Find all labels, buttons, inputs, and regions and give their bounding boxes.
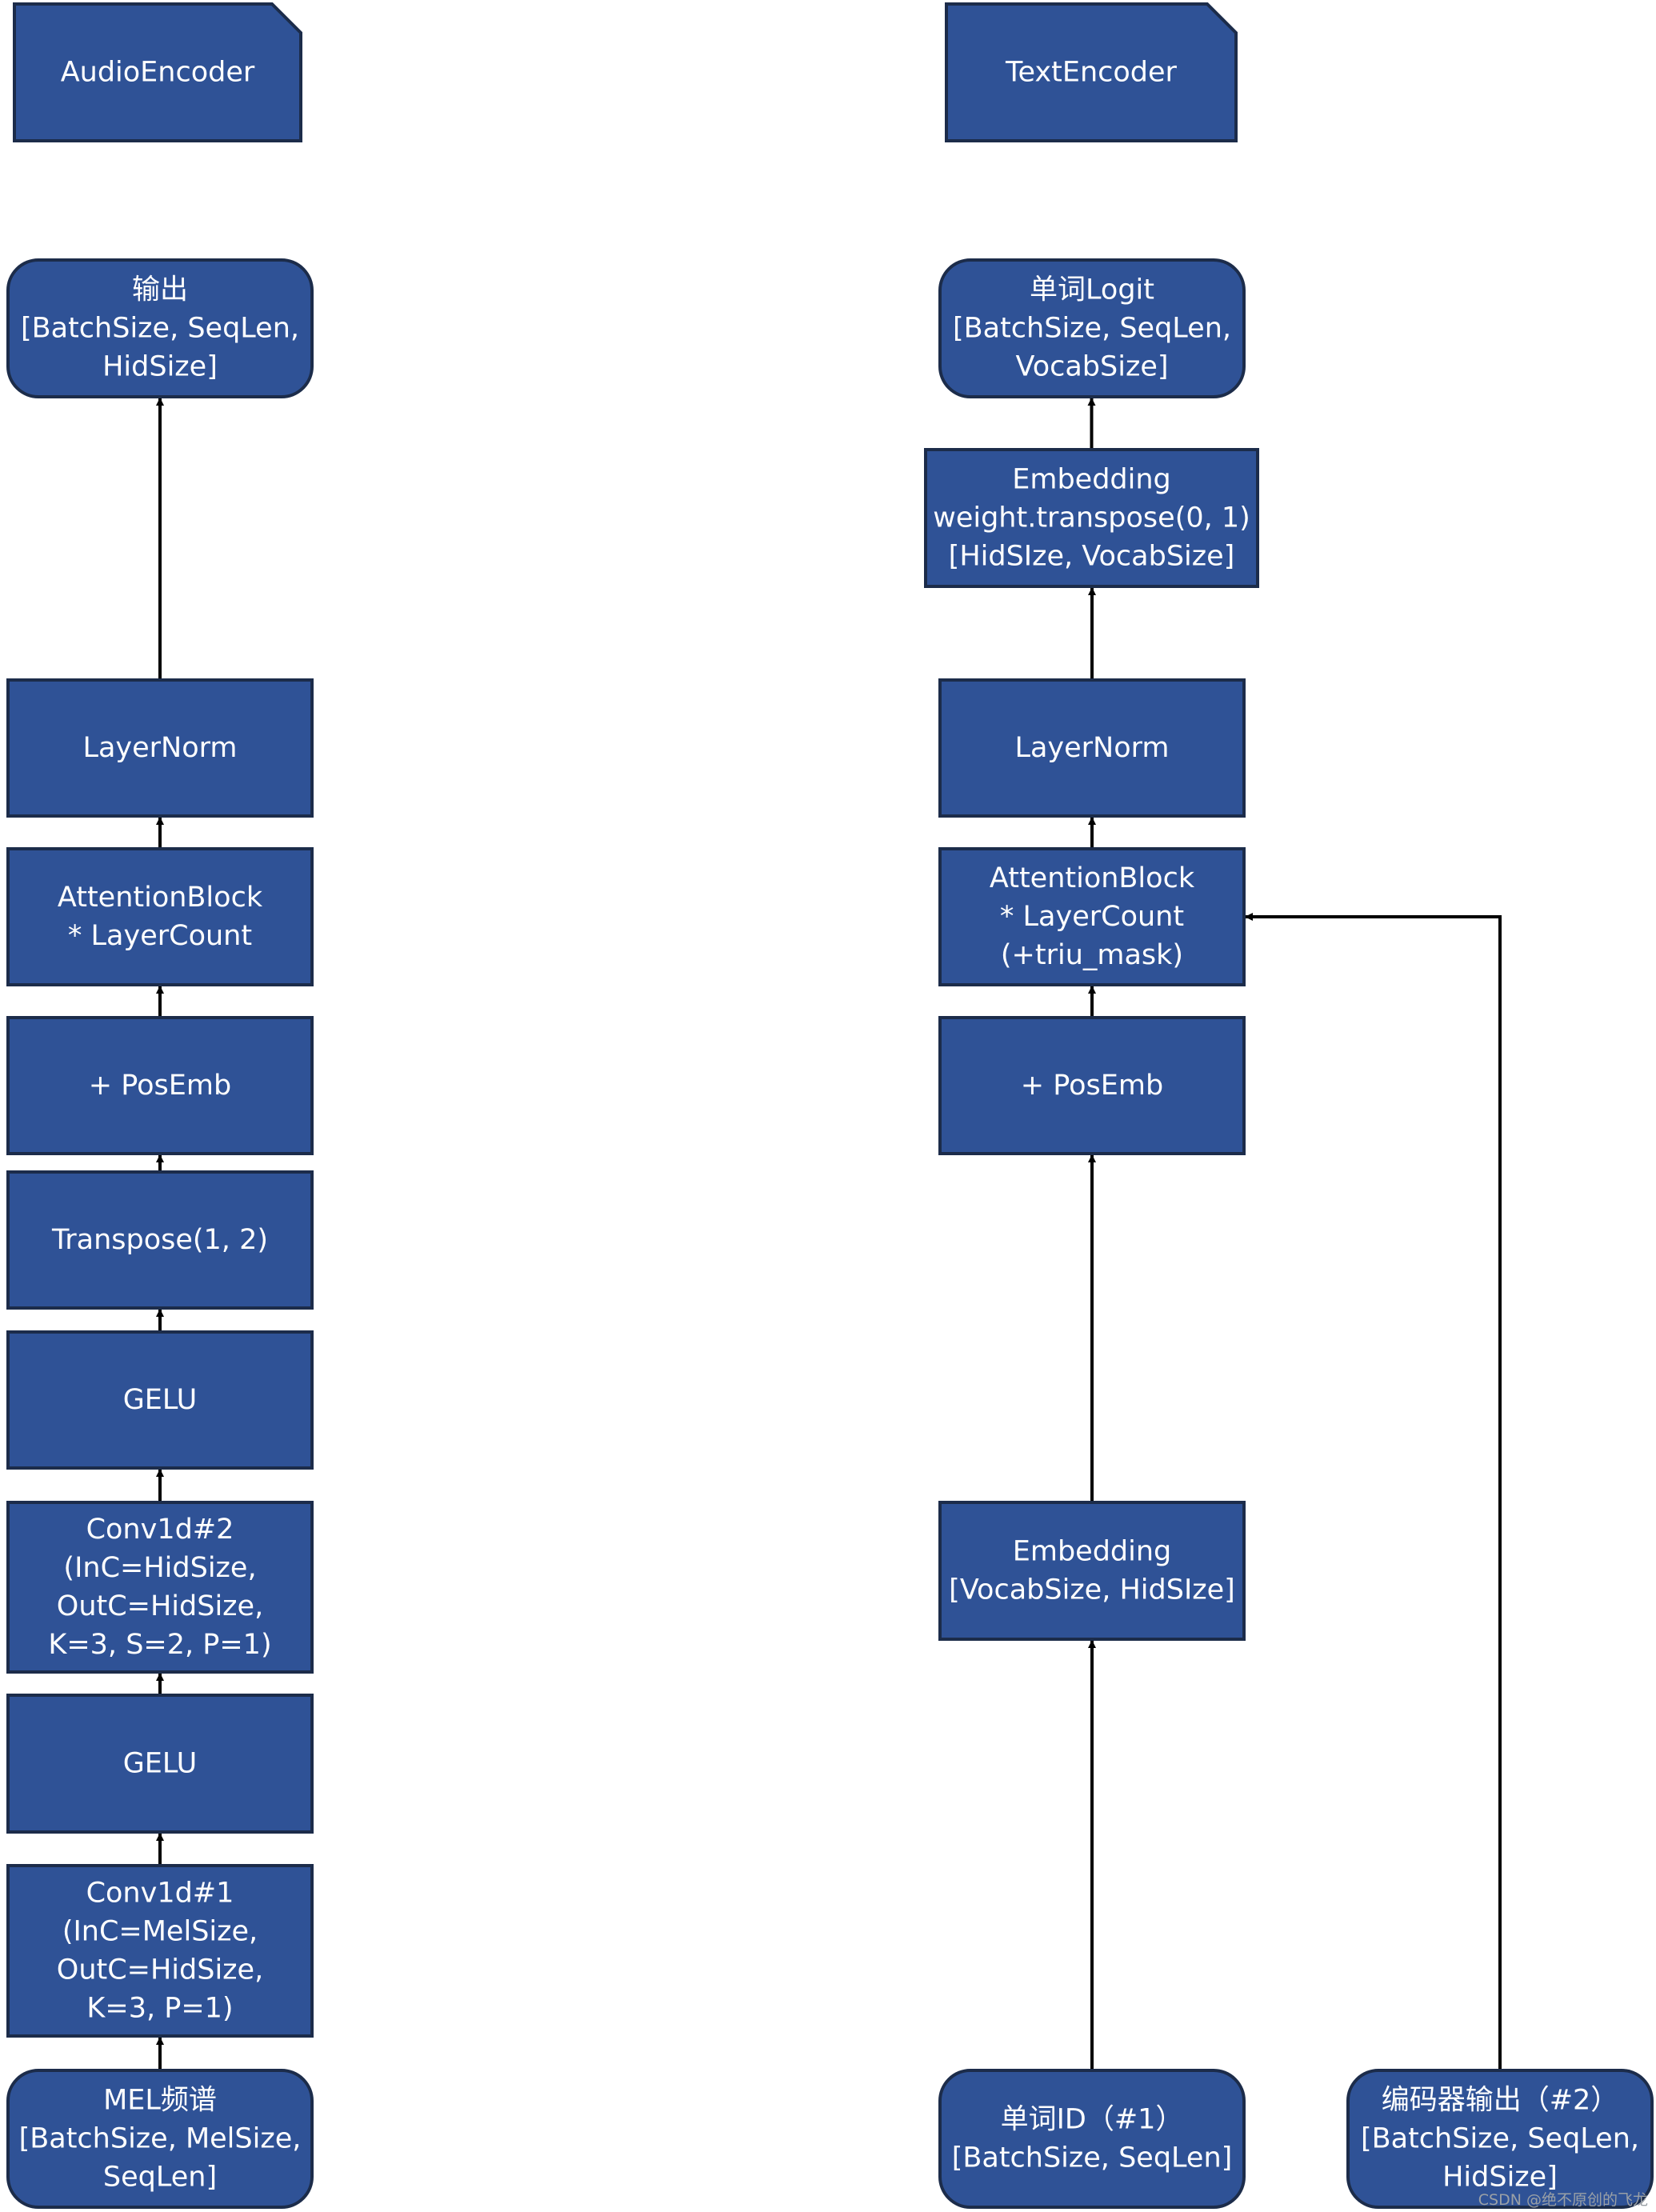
audio-conv1d-2-label-line: K=3, S=2, P=1) <box>48 1629 271 1661</box>
audio-layernorm-label-line: LayerNorm <box>82 732 237 764</box>
text-encoder-header-label-line: TextEncoder <box>1005 57 1177 89</box>
text-word-logit-label-line: 单词Logit <box>1030 274 1154 306</box>
audio-output-label-line: HidSize] <box>102 351 218 383</box>
audio-mel-input-label-line: [BatchSize, MelSize, <box>19 2123 302 2155</box>
audio-conv1d-1-shape <box>6 1864 314 2038</box>
edges-layer <box>156 398 1502 2070</box>
edge-text-encoder-output-input-to-text-attention-block <box>1245 913 1502 2070</box>
audio-conv1d-1-label-line: OutC=HidSize, <box>57 1954 263 1986</box>
audio-transpose-shape <box>6 1170 314 1310</box>
audio-output: 输出 [BatchSize, SeqLen, HidSize] <box>6 258 314 398</box>
text-word-logit: 单词Logit [BatchSize, SeqLen, VocabSize] <box>938 258 1246 398</box>
text-encoder-header-shape <box>945 2 1238 142</box>
text-attention-block-label-line: (+triu_mask) <box>1001 939 1183 971</box>
audio-conv1d-2-label-line: OutC=HidSize, <box>57 1590 263 1622</box>
text-posemb-shape <box>938 1016 1246 1155</box>
text-word-logit-label-line: VocabSize] <box>1015 351 1168 383</box>
text-attention-block-label-line: * LayerCount <box>1000 901 1184 933</box>
text-encoder-output-input-label-line: HidSize] <box>1442 2162 1558 2194</box>
audio-posemb-label-line: + PosEmb <box>89 1070 231 1102</box>
text-embedding-shape <box>938 1501 1246 1641</box>
text-encoder-output-input: 编码器输出（#2） [BatchSize, SeqLen, HidSize] <box>1346 2069 1654 2209</box>
text-attention-block: AttentionBlock * LayerCount (+triu_mask) <box>938 847 1246 986</box>
text-word-id-input-label-line: 单词ID（#1） <box>1001 2104 1184 2136</box>
audio-encoder-header: AudioEncoder <box>13 2 302 142</box>
audio-encoder-header-label-line: AudioEncoder <box>61 57 255 89</box>
audio-posemb: + PosEmb <box>6 1016 314 1155</box>
text-embedding-transpose-label-line: weight.transpose(0, 1) <box>933 502 1250 534</box>
audio-transpose-label-line: Transpose(1, 2) <box>51 1224 268 1256</box>
text-word-id-input: 单词ID（#1） [BatchSize, SeqLen] <box>938 2069 1246 2209</box>
text-encoder-header: TextEncoder <box>945 2 1238 142</box>
audio-conv1d-2-label-line: Conv1d#2 <box>86 1514 234 1546</box>
audio-conv1d-2: Conv1d#2 (InC=HidSize, OutC=HidSize, K=3, S… <box>6 1501 314 1674</box>
audio-mel-input-label-line: MEL频谱 <box>103 2085 217 2117</box>
audio-attention-block: AttentionBlock * LayerCount <box>6 847 314 986</box>
audio-attention-block-label-line: * LayerCount <box>68 920 252 952</box>
audio-mel-input: MEL频谱 [BatchSize, MelSize, SeqLen] <box>6 2069 314 2209</box>
audio-conv1d-2-label-line: (InC=HidSize, <box>63 1552 256 1584</box>
audio-attention-block-shape <box>6 847 314 986</box>
watermark-text: CSDN @绝不原创的飞龙 <box>1478 2191 1648 2209</box>
audio-layernorm-shape <box>6 678 314 818</box>
text-encoder-output-input-label-line: 编码器输出（#2） <box>1382 2085 1619 2117</box>
text-layernorm-shape <box>938 678 1246 818</box>
audio-mel-input-shape <box>6 2069 314 2209</box>
text-layernorm: LayerNorm <box>938 678 1246 818</box>
text-embedding: Embedding [VocabSize, HidSIze] <box>938 1501 1246 1641</box>
audio-output-label-line: 输出 <box>132 274 188 306</box>
text-word-logit-shape <box>938 258 1246 398</box>
audio-output-label-line: [BatchSize, SeqLen, <box>21 313 299 345</box>
text-posemb-label-line: + PosEmb <box>1021 1070 1163 1102</box>
audio-gelu-1-label-line: GELU <box>123 1748 198 1780</box>
text-word-logit-label-line: [BatchSize, SeqLen, <box>953 313 1231 345</box>
text-attention-block-shape <box>938 847 1246 986</box>
text-embedding-transpose-shape <box>924 448 1259 588</box>
audio-transpose: Transpose(1, 2) <box>6 1170 314 1310</box>
audio-conv1d-2-shape <box>6 1501 314 1674</box>
text-embedding-transpose-label-line: [HidSIze, VocabSize] <box>949 541 1235 573</box>
audio-mel-input-label-line: SeqLen] <box>103 2162 217 2194</box>
text-attention-block-label-line: AttentionBlock <box>990 862 1195 894</box>
text-embedding-label-line: Embedding <box>1013 1536 1172 1568</box>
audio-conv1d-1: Conv1d#1 (InC=MelSize, OutC=HidSize, K=3, P… <box>6 1864 314 2038</box>
nodes-layer: AudioEncoder TextEncoder 输出 [BatchSize, Seq… <box>6 2 1654 2209</box>
audio-layernorm: LayerNorm <box>6 678 314 818</box>
audio-gelu-1-shape <box>6 1694 314 1834</box>
audio-conv1d-1-label-line: (InC=MelSize, <box>62 1916 258 1948</box>
text-embedding-transpose: Embedding weight.transpose(0, 1) [HidSIze,… <box>924 448 1259 588</box>
audio-attention-block-label-line: AttentionBlock <box>58 882 263 914</box>
audio-gelu-2-shape <box>6 1330 314 1470</box>
audio-encoder-header-shape <box>13 2 302 142</box>
audio-posemb-shape <box>6 1016 314 1155</box>
text-embedding-label-line: [VocabSize, HidSIze] <box>949 1574 1235 1606</box>
audio-gelu-2: GELU <box>6 1330 314 1470</box>
text-posemb: + PosEmb <box>938 1016 1246 1155</box>
text-embedding-transpose-label-line: Embedding <box>1012 464 1171 496</box>
text-layernorm-label-line: LayerNorm <box>1014 732 1169 764</box>
audio-gelu-1: GELU <box>6 1694 314 1834</box>
text-encoder-output-input-label-line: [BatchSize, SeqLen, <box>1361 2123 1639 2155</box>
text-word-id-input-label-line: [BatchSize, SeqLen] <box>952 2142 1233 2174</box>
text-word-id-input-shape <box>938 2069 1246 2209</box>
audio-gelu-2-label-line: GELU <box>123 1384 198 1416</box>
audio-conv1d-1-label-line: K=3, P=1) <box>86 1993 233 2025</box>
audio-conv1d-1-label-line: Conv1d#1 <box>86 1878 234 1910</box>
audio-output-shape <box>6 258 314 398</box>
text-encoder-output-input-shape <box>1346 2069 1654 2209</box>
